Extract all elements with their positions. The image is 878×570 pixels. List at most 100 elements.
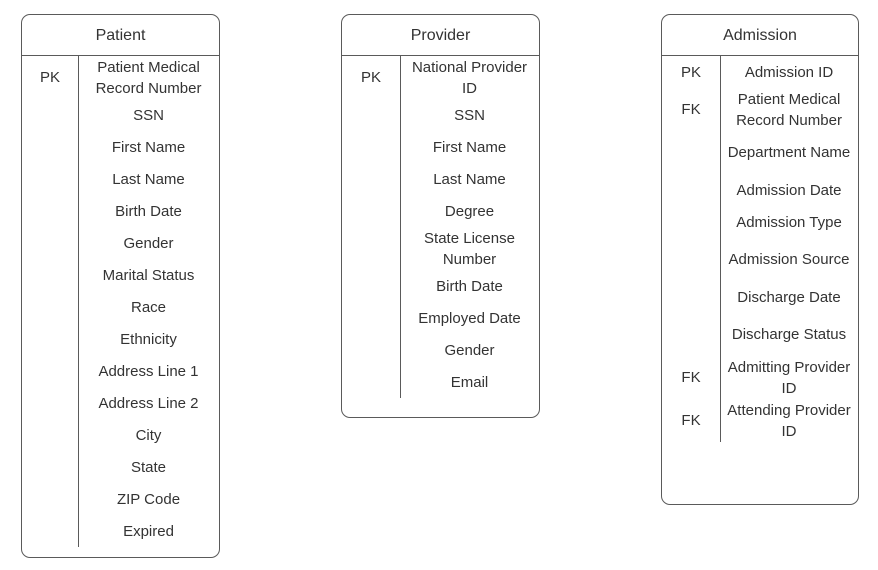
attribute-row[interactable]: Expired <box>22 515 219 547</box>
attribute-row[interactable]: Admission Type <box>662 206 858 238</box>
attribute-name: Ethnicity <box>120 330 177 348</box>
attribute-key <box>342 270 400 302</box>
attribute-name: Gender <box>444 341 495 359</box>
attribute-name: Patient Medical Record Number <box>736 90 842 129</box>
attribute-key <box>22 163 78 195</box>
attribute-name: SSN <box>133 106 164 124</box>
entity-provider-title: Provider <box>342 15 539 56</box>
attribute-name: Admitting Provider ID <box>727 358 851 397</box>
attribute-key <box>342 163 400 195</box>
attribute-name: Address Line 2 <box>98 394 199 412</box>
attribute-row[interactable]: City <box>22 419 219 451</box>
attribute-key <box>662 131 720 174</box>
attribute-row[interactable]: Birth Date <box>22 195 219 227</box>
attribute-name: National Provider ID <box>411 58 528 97</box>
attribute-name: Expired <box>123 522 174 540</box>
attribute-name: Admission Date <box>736 181 842 199</box>
attribute-row[interactable]: FK Admitting Provider ID <box>662 356 858 399</box>
attribute-key <box>22 483 78 515</box>
attribute-row[interactable]: State License Number <box>342 227 539 270</box>
attribute-key <box>22 387 78 419</box>
entity-admission-title: Admission <box>662 15 858 56</box>
attribute-key <box>22 515 78 547</box>
entity-provider-attributes: PK National Provider ID SSN First Name L… <box>342 56 539 398</box>
key-column-divider <box>78 56 79 547</box>
attribute-name: Marital Status <box>102 266 195 284</box>
attribute-key <box>662 174 720 206</box>
attribute-key <box>22 259 78 291</box>
attribute-key <box>22 195 78 227</box>
attribute-row[interactable]: FK Patient Medical Record Number <box>662 88 858 131</box>
attribute-name: SSN <box>454 106 485 124</box>
attribute-key <box>342 366 400 398</box>
attribute-row[interactable]: SSN <box>342 99 539 131</box>
attribute-row[interactable]: PK Patient Medical Record Number <box>22 56 219 99</box>
attribute-row[interactable]: Discharge Status <box>662 313 858 356</box>
attribute-key <box>22 419 78 451</box>
attribute-row[interactable]: Race <box>22 291 219 323</box>
attribute-name: First Name <box>111 138 186 156</box>
attribute-row[interactable]: Birth Date <box>342 270 539 302</box>
attribute-row[interactable]: PK Admission ID <box>662 56 858 88</box>
attribute-name: Department Name <box>727 144 851 161</box>
attribute-name: Email <box>450 373 489 391</box>
attribute-name: Admission Source <box>728 251 850 268</box>
entity-patient-attributes: PK Patient Medical Record Number SSN Fir… <box>22 56 219 547</box>
attribute-key: FK <box>681 369 701 386</box>
attribute-key <box>22 355 78 387</box>
attribute-name: Gender <box>123 234 174 252</box>
attribute-name: ZIP Code <box>116 490 181 508</box>
attribute-key: FK <box>681 101 701 118</box>
attribute-row[interactable]: Address Line 2 <box>22 387 219 419</box>
entity-patient-title: Patient <box>22 15 219 56</box>
attribute-key <box>22 291 78 323</box>
attribute-key <box>22 99 78 131</box>
attribute-row[interactable]: Admission Date <box>662 174 858 206</box>
attribute-row[interactable]: Last Name <box>342 163 539 195</box>
attribute-row[interactable]: Gender <box>22 227 219 259</box>
entity-patient[interactable]: Patient PK Patient Medical Record Number… <box>21 14 220 558</box>
attribute-key <box>662 313 720 356</box>
attribute-row[interactable]: Email <box>342 366 539 398</box>
attribute-row[interactable]: Admission Source <box>662 238 858 281</box>
attribute-key <box>342 131 400 163</box>
attribute-row[interactable]: State <box>22 451 219 483</box>
attribute-key <box>22 323 78 355</box>
entity-provider[interactable]: Provider PK National Provider ID SSN Fir… <box>341 14 540 418</box>
entity-admission[interactable]: Admission PK Admission ID FK Patient Med… <box>661 14 859 505</box>
attribute-name: Race <box>130 298 167 316</box>
attribute-row[interactable]: Address Line 1 <box>22 355 219 387</box>
attribute-row[interactable]: Marital Status <box>22 259 219 291</box>
attribute-row[interactable]: Employed Date <box>342 302 539 334</box>
attribute-row[interactable]: FK Attending Provider ID <box>662 399 858 442</box>
attribute-key <box>662 238 720 281</box>
attribute-name: Employed Date <box>418 309 521 327</box>
attribute-key <box>22 227 78 259</box>
attribute-row[interactable]: Ethnicity <box>22 323 219 355</box>
attribute-key <box>22 451 78 483</box>
attribute-row[interactable]: ZIP Code <box>22 483 219 515</box>
attribute-name: Discharge Date <box>737 288 841 306</box>
attribute-key: PK <box>680 63 701 81</box>
attribute-row[interactable]: Gender <box>342 334 539 366</box>
attribute-row[interactable]: Degree <box>342 195 539 227</box>
attribute-row[interactable]: First Name <box>22 131 219 163</box>
attribute-name: Discharge Status <box>731 326 847 343</box>
attribute-name: Last Name <box>433 170 506 188</box>
attribute-name: Attending Provider ID <box>727 401 851 440</box>
attribute-row[interactable]: SSN <box>22 99 219 131</box>
attribute-row[interactable]: First Name <box>342 131 539 163</box>
attribute-key <box>342 302 400 334</box>
attribute-key: PK <box>39 69 60 86</box>
attribute-name: Patient Medical Record Number <box>95 58 202 97</box>
attribute-row[interactable]: Last Name <box>22 163 219 195</box>
attribute-name: City <box>135 426 162 444</box>
attribute-row[interactable]: PK National Provider ID <box>342 56 539 99</box>
attribute-name: Birth Date <box>115 202 182 220</box>
attribute-row[interactable]: Discharge Date <box>662 281 858 313</box>
attribute-key: FK <box>681 412 701 429</box>
attribute-key: PK <box>360 69 381 86</box>
attribute-key <box>662 206 720 238</box>
attribute-row[interactable]: Department Name <box>662 131 858 174</box>
